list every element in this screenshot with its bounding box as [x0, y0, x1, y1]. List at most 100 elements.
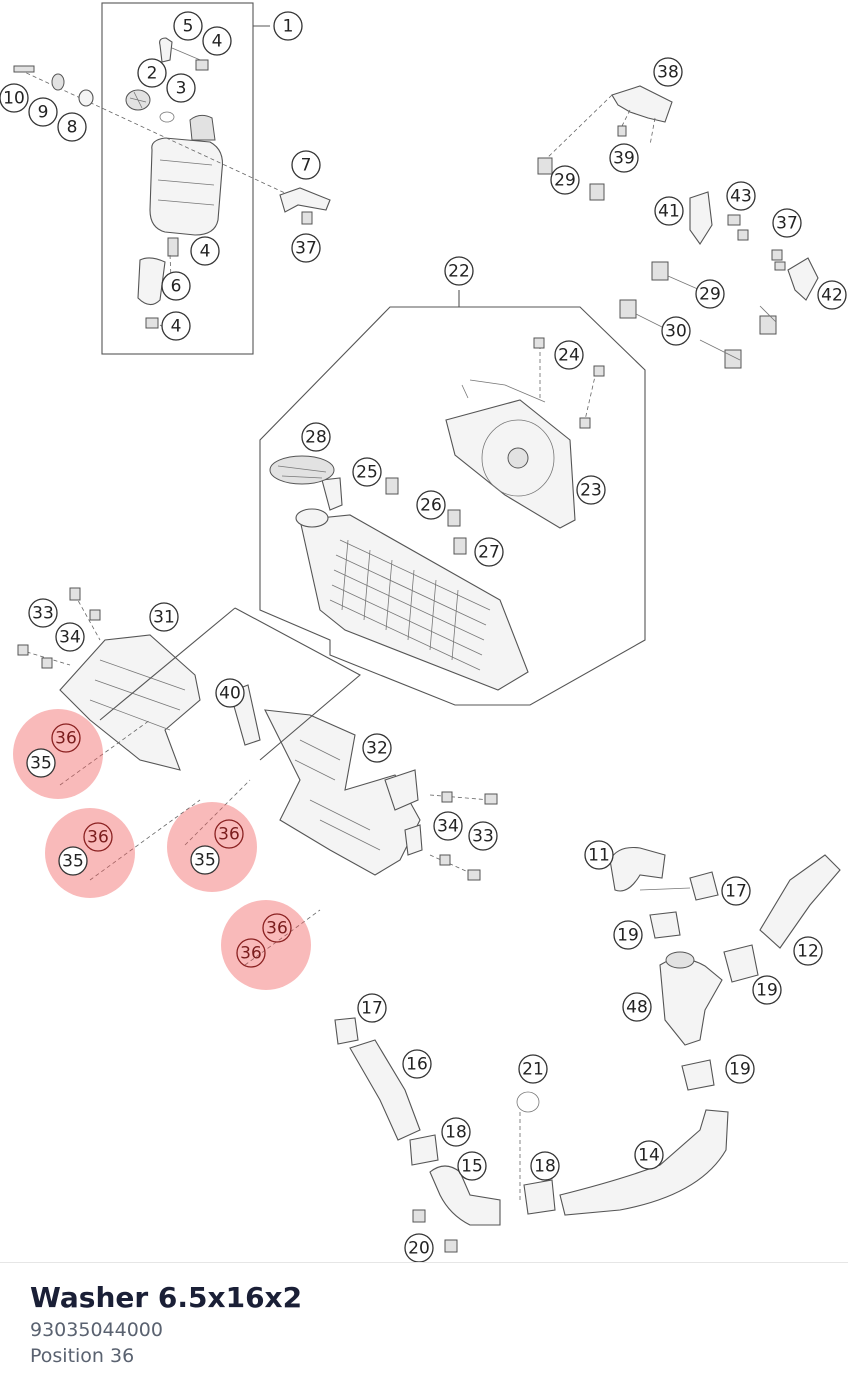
svg-text:17: 17 — [725, 882, 747, 902]
svg-text:42: 42 — [821, 286, 843, 306]
svg-text:48: 48 — [626, 998, 648, 1018]
svg-text:36: 36 — [87, 828, 109, 848]
callout-16[interactable]: 16 — [402, 1049, 432, 1079]
svg-text:28: 28 — [305, 428, 327, 448]
callout-23[interactable]: 23 — [576, 475, 606, 505]
svg-text:19: 19 — [756, 981, 778, 1001]
callout-33[interactable]: 33 — [28, 598, 58, 628]
callout-36[interactable]: 36 — [83, 822, 113, 852]
callout-37[interactable]: 37 — [291, 233, 321, 263]
svg-text:15: 15 — [461, 1157, 483, 1177]
callout-35[interactable]: 35 — [58, 846, 88, 876]
callout-7[interactable]: 7 — [291, 150, 321, 180]
callout-20[interactable]: 20 — [404, 1233, 434, 1262]
callout-19[interactable]: 19 — [613, 920, 643, 950]
callout-39[interactable]: 39 — [609, 143, 639, 173]
callout-11[interactable]: 11 — [584, 840, 614, 870]
callout-1[interactable]: 1 — [273, 11, 303, 41]
callout-42[interactable]: 42 — [817, 280, 847, 310]
svg-text:18: 18 — [534, 1157, 556, 1177]
callout-48[interactable]: 48 — [622, 992, 652, 1022]
callout-29[interactable]: 29 — [550, 165, 580, 195]
callout-18[interactable]: 18 — [441, 1117, 471, 1147]
svg-text:43: 43 — [730, 187, 752, 207]
callout-9[interactable]: 9 — [28, 97, 58, 127]
callout-41[interactable]: 41 — [654, 196, 684, 226]
callout-15[interactable]: 15 — [457, 1151, 487, 1181]
svg-text:36: 36 — [218, 825, 240, 845]
callout-43[interactable]: 43 — [726, 181, 756, 211]
svg-text:36: 36 — [55, 729, 77, 749]
svg-text:29: 29 — [554, 171, 576, 191]
svg-text:35: 35 — [194, 851, 216, 871]
callout-4[interactable]: 4 — [202, 26, 232, 56]
svg-text:4: 4 — [200, 242, 211, 262]
svg-text:26: 26 — [420, 496, 442, 516]
part-number: 93035044000 — [30, 1319, 163, 1341]
svg-text:19: 19 — [617, 926, 639, 946]
svg-text:36: 36 — [266, 919, 288, 939]
callout-4[interactable]: 4 — [190, 236, 220, 266]
callout-31[interactable]: 31 — [149, 602, 179, 632]
mount-brackets — [537, 85, 819, 369]
callout-36[interactable]: 36 — [214, 819, 244, 849]
callout-14[interactable]: 14 — [634, 1140, 664, 1170]
highlight-marker — [167, 802, 257, 892]
callout-24[interactable]: 24 — [554, 340, 584, 370]
callout-19[interactable]: 19 — [725, 1054, 755, 1084]
callout-12[interactable]: 12 — [793, 936, 823, 966]
callout-36[interactable]: 36 — [51, 723, 81, 753]
svg-text:8: 8 — [67, 118, 78, 138]
callout-8[interactable]: 8 — [57, 112, 87, 142]
callout-28[interactable]: 28 — [301, 422, 331, 452]
callout-5[interactable]: 5 — [173, 11, 203, 41]
callout-30[interactable]: 30 — [661, 316, 691, 346]
svg-text:37: 37 — [295, 239, 317, 259]
callout-36[interactable]: 36 — [236, 938, 266, 968]
callout-40[interactable]: 40 — [215, 678, 245, 708]
callout-25[interactable]: 25 — [352, 457, 382, 487]
svg-text:18: 18 — [445, 1123, 467, 1143]
callout-35[interactable]: 35 — [26, 748, 56, 778]
svg-text:2: 2 — [147, 64, 158, 84]
callout-2[interactable]: 2 — [137, 58, 167, 88]
svg-text:17: 17 — [361, 999, 383, 1019]
callout-19[interactable]: 19 — [752, 975, 782, 1005]
svg-text:33: 33 — [32, 604, 54, 624]
callout-26[interactable]: 26 — [416, 490, 446, 520]
callout-4[interactable]: 4 — [161, 311, 191, 341]
svg-text:33: 33 — [472, 827, 494, 847]
svg-text:3: 3 — [176, 79, 187, 99]
callout-27[interactable]: 27 — [474, 537, 504, 567]
callout-6[interactable]: 6 — [161, 271, 191, 301]
callout-21[interactable]: 21 — [518, 1054, 548, 1084]
part-position: Position 36 — [30, 1345, 135, 1367]
part-name: Washer 6.5x16x2 — [30, 1281, 303, 1314]
svg-text:37: 37 — [776, 214, 798, 234]
callout-33[interactable]: 33 — [468, 821, 498, 851]
callout-3[interactable]: 3 — [166, 73, 196, 103]
callout-22[interactable]: 22 — [444, 256, 474, 286]
callout-17[interactable]: 17 — [721, 876, 751, 906]
svg-text:1: 1 — [283, 17, 294, 37]
svg-text:6: 6 — [171, 277, 182, 297]
callout-10[interactable]: 10 — [0, 83, 29, 113]
svg-text:40: 40 — [219, 684, 241, 704]
svg-text:36: 36 — [240, 944, 262, 964]
callout-38[interactable]: 38 — [653, 57, 683, 87]
svg-text:39: 39 — [613, 149, 635, 169]
svg-text:10: 10 — [3, 89, 25, 109]
callout-36[interactable]: 36 — [262, 913, 292, 943]
callout-34[interactable]: 34 — [433, 811, 463, 841]
svg-text:20: 20 — [408, 1239, 430, 1259]
callout-34[interactable]: 34 — [55, 622, 85, 652]
radiator-shrouds — [17, 587, 498, 966]
callout-35[interactable]: 35 — [190, 845, 220, 875]
coolant-hoses — [334, 846, 841, 1253]
callout-18[interactable]: 18 — [530, 1151, 560, 1181]
callout-17[interactable]: 17 — [357, 993, 387, 1023]
highlight-marker — [45, 808, 135, 898]
callout-32[interactable]: 32 — [362, 733, 392, 763]
callout-29[interactable]: 29 — [695, 279, 725, 309]
callout-37[interactable]: 37 — [772, 208, 802, 238]
